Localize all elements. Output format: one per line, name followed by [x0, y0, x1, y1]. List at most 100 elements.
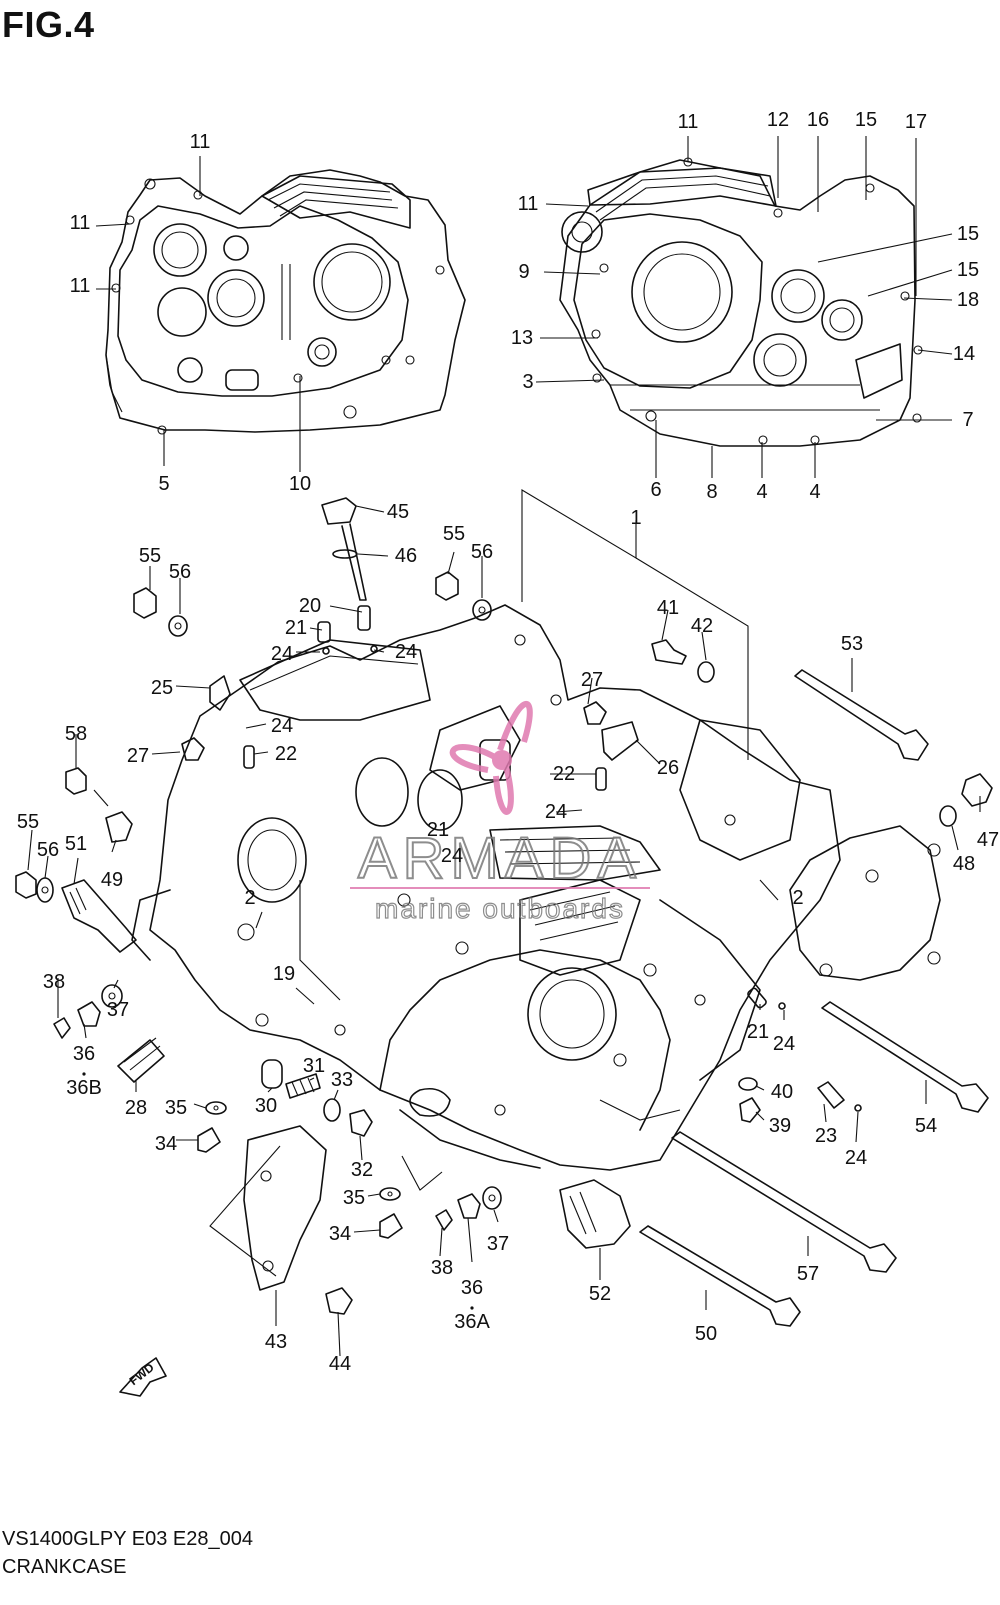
watermark-brand: ARMADA	[358, 826, 642, 891]
callout-39: 39	[769, 1115, 791, 1137]
callout-55: 55	[139, 545, 161, 567]
callout-9: 9	[518, 261, 529, 283]
callout-56: 56	[37, 839, 59, 861]
callout-54: 54	[915, 1115, 937, 1137]
callout-12: 12	[767, 109, 789, 131]
callout-35: 35	[343, 1187, 365, 1209]
callout-15: 15	[957, 223, 979, 245]
callout-44: 44	[329, 1353, 351, 1375]
callout-11: 11	[190, 131, 211, 153]
callout-6: 6	[650, 479, 661, 501]
callout-47: 47	[977, 829, 999, 851]
callout-24: 24	[773, 1033, 795, 1055]
callout-36B: 36B	[66, 1077, 102, 1099]
callout-16: 16	[807, 109, 829, 131]
callout-52: 52	[589, 1283, 611, 1305]
callout-8: 8	[706, 481, 717, 503]
callout-30: 30	[255, 1095, 277, 1117]
callout-21: 21	[747, 1021, 769, 1043]
callout-1: 1	[630, 507, 641, 529]
left-crankcase-half	[105, 169, 466, 435]
callout-21: 21	[427, 819, 449, 841]
right-crankcase-half	[559, 157, 923, 447]
watermark-tagline: marine outboards	[375, 893, 625, 924]
variant-dot	[82, 1072, 86, 1076]
callout-18: 18	[957, 289, 979, 311]
callout-10: 10	[289, 473, 311, 495]
callout-38: 38	[43, 971, 65, 993]
callout-34: 34	[329, 1223, 351, 1245]
callout-51: 51	[65, 833, 87, 855]
callout-24: 24	[441, 845, 463, 867]
callout-11: 11	[678, 111, 699, 133]
callout-4: 4	[809, 481, 820, 503]
callout-17: 17	[905, 111, 927, 133]
callout-37: 37	[107, 999, 129, 1021]
callout-11: 11	[518, 193, 539, 215]
callout-24: 24	[271, 643, 293, 665]
callout-3: 3	[522, 371, 533, 393]
callout-24: 24	[395, 641, 417, 663]
callout-15: 15	[957, 259, 979, 281]
callout-50: 50	[695, 1323, 717, 1345]
callout-15: 15	[855, 109, 877, 131]
callout-11: 11	[70, 212, 91, 234]
callout-35: 35	[165, 1097, 187, 1119]
front-cover-plate	[243, 1125, 327, 1291]
watermark-propeller-logo	[449, 701, 533, 815]
callout-11: 11	[70, 275, 91, 297]
callout-25: 25	[151, 677, 173, 699]
callout-58: 58	[65, 723, 87, 745]
callout-27: 27	[127, 745, 149, 767]
callout-19: 19	[273, 963, 295, 985]
section-name: CRANKCASE	[2, 1556, 127, 1578]
callout-33: 33	[331, 1069, 353, 1091]
callout-14: 14	[953, 343, 975, 365]
callout-46: 46	[395, 545, 417, 567]
callout-26: 26	[657, 757, 679, 779]
callout-20: 20	[299, 595, 321, 617]
callout-40: 40	[771, 1081, 793, 1103]
callout-53: 53	[841, 633, 863, 655]
callout-21: 21	[285, 617, 307, 639]
callout-36: 36	[461, 1277, 483, 1299]
callout-13: 13	[511, 327, 533, 349]
callout-38: 38	[431, 1257, 453, 1279]
callout-2: 2	[792, 887, 803, 909]
callout-56: 56	[169, 561, 191, 583]
watermark: ARMADA marine outboards	[350, 701, 650, 925]
callout-32: 32	[351, 1159, 373, 1181]
side-cover	[789, 825, 941, 981]
model-code: VS1400GLPY E03 E28_004	[2, 1528, 253, 1550]
callout-27: 27	[581, 669, 603, 691]
variant-dot	[470, 1306, 474, 1310]
callout-24: 24	[845, 1147, 867, 1169]
callout-41: 41	[657, 597, 679, 619]
callout-42: 42	[691, 615, 713, 637]
callout-4: 4	[756, 481, 767, 503]
callout-57: 57	[797, 1263, 819, 1285]
callout-7: 7	[962, 409, 973, 431]
callout-31: 31	[303, 1055, 325, 1077]
callout-36: 36	[73, 1043, 95, 1065]
callout-23: 23	[815, 1125, 837, 1147]
callout-2: 2	[244, 887, 255, 909]
callout-48: 48	[953, 853, 975, 875]
callout-45: 45	[387, 501, 409, 523]
callout-56: 56	[471, 541, 493, 563]
callout-34: 34	[155, 1133, 177, 1155]
callout-49: 49	[101, 869, 123, 891]
callout-36A: 36A	[454, 1311, 490, 1333]
callout-5: 5	[158, 473, 169, 495]
callout-24: 24	[545, 801, 567, 823]
leader-lines	[27, 136, 981, 1357]
callout-55: 55	[443, 523, 465, 545]
callout-43: 43	[265, 1331, 287, 1353]
fwd-label: FWD	[127, 1360, 157, 1388]
callout-28: 28	[125, 1097, 147, 1119]
figure-title: FIG.4	[2, 4, 95, 45]
callout-55: 55	[17, 811, 39, 833]
callout-22: 22	[553, 763, 575, 785]
